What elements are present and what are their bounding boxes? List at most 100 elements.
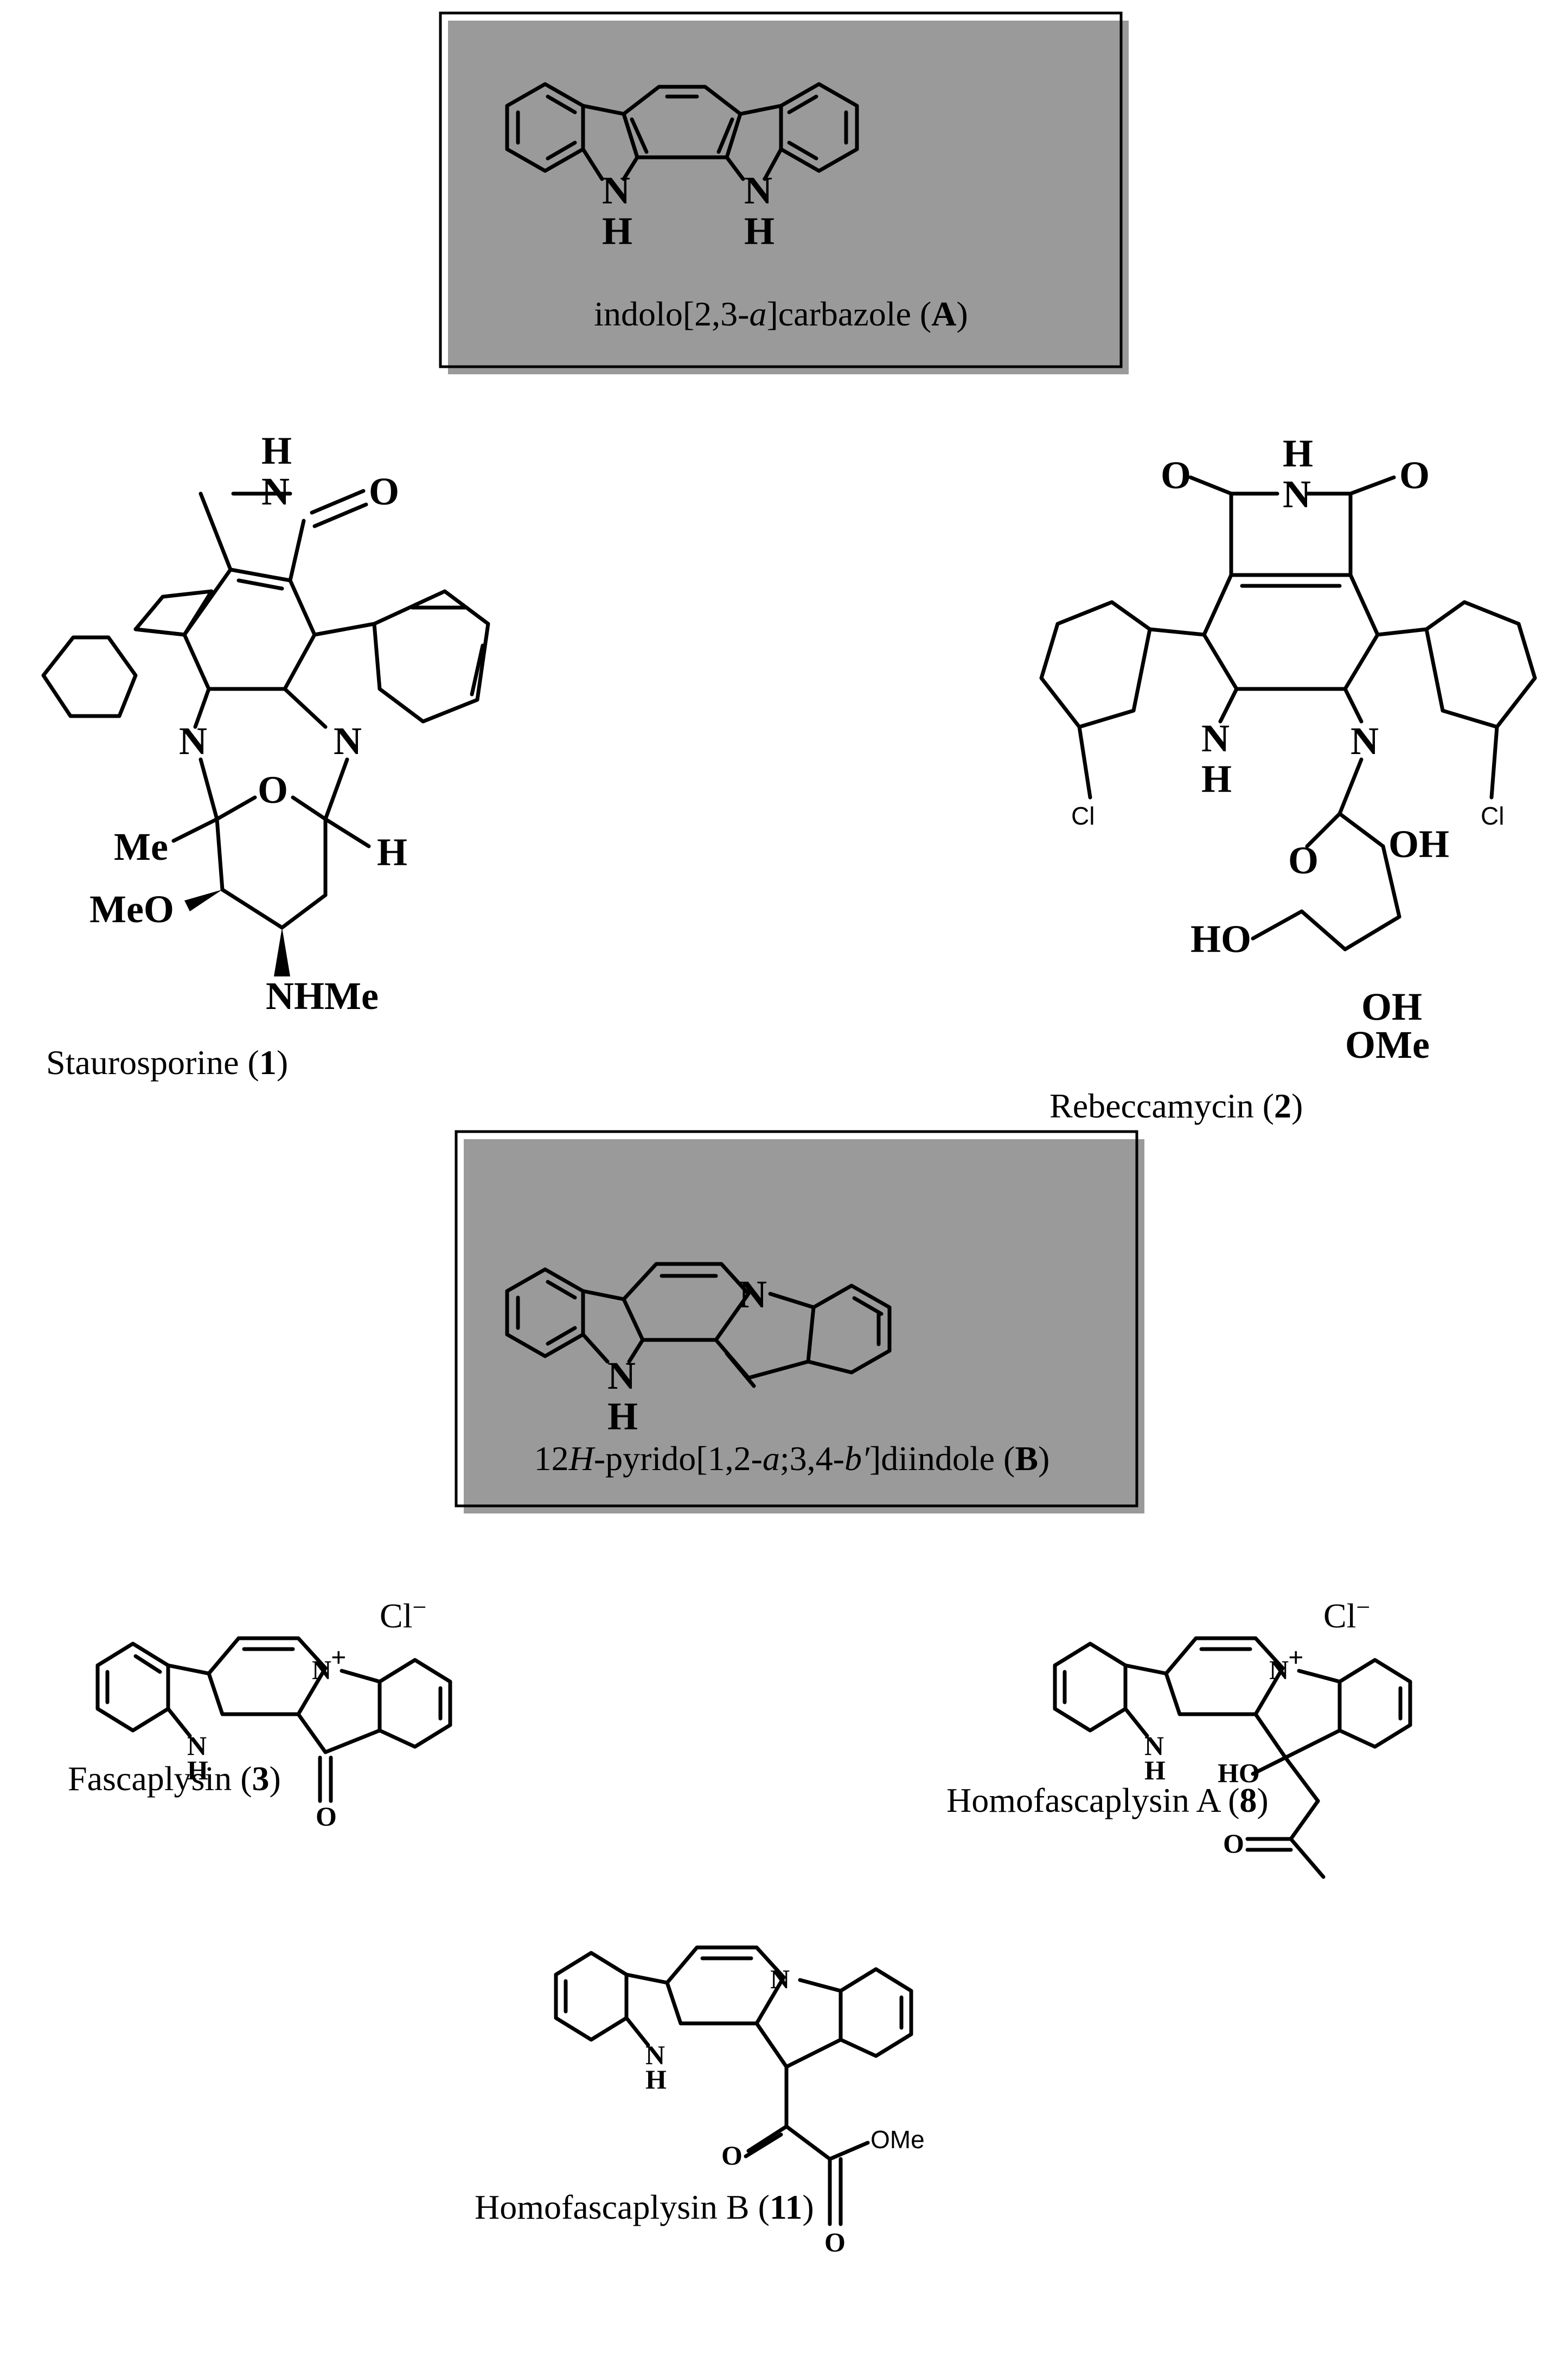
structure-A: N H N H indolo[2,3-a]carbazole (A) bbox=[439, 11, 1129, 374]
atom-OH: OH bbox=[1361, 985, 1422, 1029]
bond bbox=[779, 82, 859, 173]
atom-N: N bbox=[645, 2040, 665, 2070]
structure-B: N N H 12H-pyrido[1,2-a;3,4-b′]diindole (… bbox=[455, 1130, 1144, 1513]
bond bbox=[787, 140, 818, 161]
bond bbox=[725, 155, 745, 181]
atom-O: O bbox=[258, 768, 288, 812]
charge-plus: + bbox=[331, 1642, 347, 1672]
bond bbox=[166, 1707, 192, 1738]
bond bbox=[323, 757, 349, 821]
bond bbox=[133, 1654, 162, 1674]
bond bbox=[624, 1972, 669, 1985]
bond bbox=[207, 1636, 328, 1716]
bond bbox=[1251, 909, 1304, 941]
bond bbox=[1300, 909, 1347, 951]
atom-Cl: Cl bbox=[1071, 802, 1095, 830]
atom-H: H bbox=[607, 1395, 638, 1438]
bond bbox=[725, 1351, 756, 1388]
bond bbox=[787, 94, 818, 114]
bond bbox=[546, 1280, 577, 1300]
atom-N: N bbox=[334, 719, 362, 763]
bond bbox=[754, 2021, 789, 2069]
atom-OH: OH bbox=[1388, 822, 1449, 866]
bond bbox=[546, 140, 577, 161]
bond bbox=[340, 1669, 382, 1684]
atom-H: H bbox=[187, 1755, 208, 1785]
atom-H: H bbox=[377, 831, 407, 874]
atom-H: H bbox=[261, 429, 292, 472]
atom-H: H bbox=[602, 209, 632, 253]
bond bbox=[1348, 475, 1396, 496]
bond bbox=[1077, 725, 1092, 800]
structure-2: H N O O Cl N H Cl N O OH H bbox=[1039, 432, 1537, 1125]
chloride-ion: Cl− bbox=[380, 1593, 426, 1635]
bond bbox=[193, 687, 211, 729]
bond bbox=[624, 2016, 650, 2047]
structure-8: N + Cl− N H HO O Homofascaplysin A (8) bbox=[946, 1593, 1412, 1879]
bond bbox=[377, 1658, 452, 1749]
atom-O: O bbox=[316, 1801, 337, 1831]
charge-plus: + bbox=[1288, 1642, 1304, 1672]
bond bbox=[323, 817, 371, 848]
bond bbox=[1202, 573, 1380, 691]
bond bbox=[310, 489, 366, 515]
bond bbox=[1337, 812, 1385, 848]
bond bbox=[1343, 687, 1364, 724]
bond bbox=[1148, 627, 1206, 637]
atom-O: O bbox=[1399, 454, 1430, 497]
atom-NHMe: NHMe bbox=[266, 974, 379, 1018]
bond bbox=[1188, 475, 1233, 496]
atom-O: O bbox=[824, 2227, 846, 2257]
atom-OMe: OMe bbox=[1345, 1023, 1430, 1066]
bond bbox=[1218, 687, 1239, 724]
bond bbox=[215, 795, 257, 821]
atom-MeO: MeO bbox=[89, 887, 174, 931]
bond bbox=[296, 1712, 328, 1754]
bond bbox=[1289, 1799, 1320, 1841]
bond bbox=[746, 2124, 789, 2153]
bond bbox=[716, 117, 734, 154]
atom-OMe: OMe bbox=[871, 2125, 925, 2154]
structure-1: H N O N N O Me H MeO NHMe bbox=[41, 429, 490, 1082]
bond bbox=[1343, 915, 1401, 951]
bond bbox=[784, 2124, 832, 2161]
chloride-ion: Cl− bbox=[1323, 1593, 1370, 1635]
label-A: indolo[2,3-a]carbazole (A) bbox=[594, 295, 968, 333]
label-3: Fascaplysin (3) bbox=[68, 1759, 281, 1798]
bond bbox=[1375, 627, 1429, 637]
bond bbox=[1337, 757, 1364, 816]
bond bbox=[470, 643, 485, 697]
bond bbox=[622, 155, 639, 181]
box-shadow bbox=[464, 1139, 1144, 1513]
atom-N: N bbox=[607, 1354, 636, 1397]
box-shadow bbox=[448, 21, 1129, 374]
bond bbox=[1123, 1663, 1168, 1676]
bond bbox=[312, 502, 368, 528]
bond bbox=[291, 795, 328, 821]
bond bbox=[1289, 1837, 1326, 1879]
atom-H: H bbox=[1283, 432, 1313, 475]
bond bbox=[738, 104, 783, 116]
bond bbox=[41, 635, 138, 718]
bond bbox=[1337, 1658, 1412, 1749]
bond bbox=[280, 893, 328, 930]
bond bbox=[546, 94, 577, 114]
atom-N: N bbox=[602, 169, 630, 212]
bond bbox=[1305, 812, 1342, 848]
bond bbox=[828, 2141, 870, 2161]
atom-Cl: Cl bbox=[1481, 802, 1504, 830]
bond bbox=[1039, 600, 1152, 729]
bond bbox=[622, 1262, 751, 1342]
bond bbox=[1164, 1636, 1285, 1716]
box-frame bbox=[439, 11, 1123, 368]
atom-O: O bbox=[1223, 1828, 1244, 1858]
bond bbox=[581, 1289, 626, 1301]
bond bbox=[744, 2132, 783, 2158]
atom-N: N bbox=[1201, 717, 1230, 760]
bond bbox=[1424, 600, 1537, 729]
bond bbox=[1489, 725, 1499, 800]
atom-H: H bbox=[1201, 757, 1232, 801]
bond bbox=[288, 519, 306, 583]
